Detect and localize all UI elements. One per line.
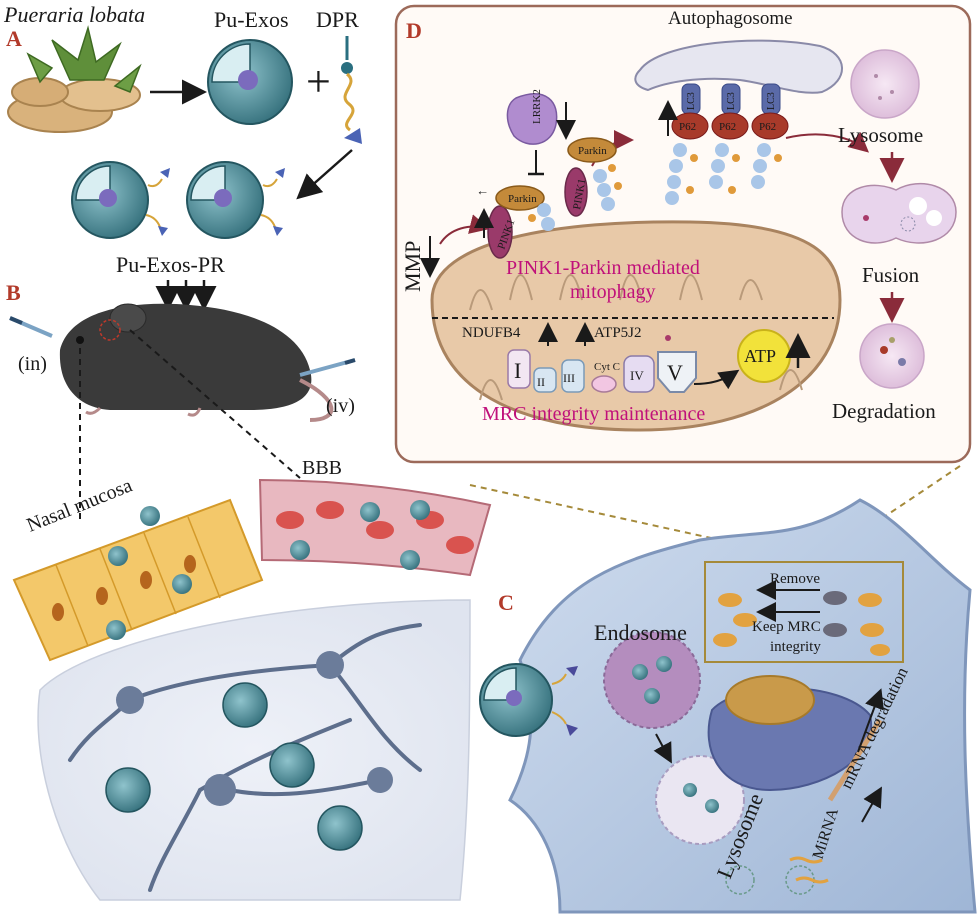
complex-iii-label: III [563, 371, 575, 385]
fusion-label: Fusion [862, 263, 920, 287]
degradation-label: Degradation [832, 399, 936, 423]
p62-label-2: P62 [719, 121, 736, 133]
p62-label-1: P62 [679, 121, 696, 133]
pu-exos-pr-label: Pu-Exos-PR [116, 252, 225, 277]
arrow-dpr-to-product [296, 149, 353, 200]
ubiquitin-chain-1 [528, 203, 555, 231]
complex-ii [533, 367, 557, 393]
pueraria-plant-icon [7, 25, 142, 133]
endosome-label: Endosome [594, 620, 687, 645]
p62-label-3: P62 [759, 121, 776, 133]
panel-d: D Autophagosome PINK1-Parkin mediated mi… [394, 4, 972, 464]
plant-name-label: Pueraria lobata [3, 2, 145, 27]
dashed-line-to-cell [469, 484, 721, 541]
parkin-protein-1 [495, 185, 545, 211]
endosome-vesicle [603, 631, 701, 729]
panel-c: C Endosome Lysosome [469, 465, 977, 914]
neuron-exosome-icon [105, 682, 363, 851]
atp-label: ATP [744, 346, 776, 366]
plus-sign: + [306, 57, 331, 106]
integrity-label: integrity [770, 639, 821, 655]
ubiquitin-chain-2 [593, 164, 622, 211]
external-exosome-icon [479, 663, 578, 737]
pink1-protein-1 [487, 205, 513, 259]
lysosome-d-vesicle [850, 49, 920, 119]
complex-iv [623, 355, 655, 393]
keep-mrc-label: Keep MRC [752, 619, 821, 635]
parkin-label-1: Parkin [508, 193, 537, 205]
cytc-protein [591, 375, 617, 393]
remove-label: Remove [770, 571, 820, 587]
bbb-label: BBB [302, 457, 342, 479]
complex-i-label: I [514, 358, 521, 383]
lrrk2-label: LRRK2 [531, 89, 543, 124]
pu-exos-vesicle-icon [207, 39, 293, 125]
panel-a: A Pueraria lobata Pu-Exos + DPR [3, 2, 362, 277]
complex-v [657, 351, 697, 393]
degradation-vesicle [859, 323, 925, 389]
mitochondria-cluster [704, 561, 904, 663]
loaded-exosome-icon-1 [71, 161, 170, 239]
panel-d-letter: D [406, 18, 422, 43]
nasal-pipette-icon [9, 316, 53, 338]
ndufb4-label: NDUFB4 [462, 325, 521, 341]
dpr-molecule-icon [341, 36, 362, 144]
pink1-label-2: PINK1 [571, 178, 588, 211]
pu-exos-label: Pu-Exos [214, 7, 289, 32]
autophagosome-to-fusion-arrow [785, 131, 870, 153]
lc3-label-1: LC3 [686, 92, 697, 110]
lysosome-vesicle [655, 755, 745, 845]
complex-v-label: V [667, 360, 683, 385]
bbb-vessel [258, 478, 492, 577]
nucleus-er [707, 675, 873, 792]
mitophagy-title-line1: PINK1-Parkin mediated [506, 257, 700, 279]
complex-i [507, 349, 531, 389]
complex-ii-label: II [537, 375, 545, 389]
nasal-mucosa-tissue [12, 498, 264, 662]
fusion-vesicle [841, 182, 957, 244]
lc3-p62-cluster-2 [709, 83, 749, 194]
panel-a-letter: A [6, 26, 22, 51]
dpr-label: DPR [316, 7, 359, 32]
panel-b-letter: B [6, 280, 21, 305]
mirna-strands [789, 688, 884, 884]
complex-iii [561, 359, 585, 393]
arrow-endosome-to-lysosome [653, 733, 672, 764]
lc3-label-2: LC3 [726, 92, 737, 110]
parkin-up-indicator: ↑ [474, 190, 489, 197]
atp5j2-label: ATP5J2 [594, 325, 642, 341]
parkin-label-2: Parkin [578, 145, 607, 157]
lysosome-d-label: Lysosome [838, 123, 923, 147]
mrc-integrity-label: MRC integrity maintenance [482, 403, 705, 425]
mitophagy-title-line2: mitophagy [570, 281, 656, 303]
lrrk2-protein [506, 93, 558, 145]
route-in-label: (in) [18, 353, 47, 375]
autophagosome-label: Autophagosome [668, 8, 793, 29]
loaded-exosome-icon-2 [186, 161, 285, 239]
iv-syringe-icon [299, 358, 356, 377]
pink1-protein-2 [564, 167, 588, 217]
complex-iv-label: IV [630, 368, 644, 383]
lc3-p62-cluster-3 [751, 83, 789, 189]
mmp-label: MMP [400, 241, 425, 292]
lc3-p62-cluster-1 [665, 83, 709, 205]
complex-v-to-atp-arrow [693, 369, 740, 390]
dashed-line-bbb [129, 329, 301, 479]
autophagosome-shape [634, 39, 843, 94]
atp5j2-marker [665, 335, 671, 341]
neuron-network [37, 599, 471, 901]
lc3-label-3: LC3 [766, 92, 777, 110]
panel-c-letter: C [498, 590, 514, 615]
parkin-protein-2 [567, 137, 617, 163]
route-iv-label: (iv) [326, 395, 355, 417]
cytc-label: Cyt C [594, 361, 620, 373]
mouse-icon [59, 303, 334, 422]
